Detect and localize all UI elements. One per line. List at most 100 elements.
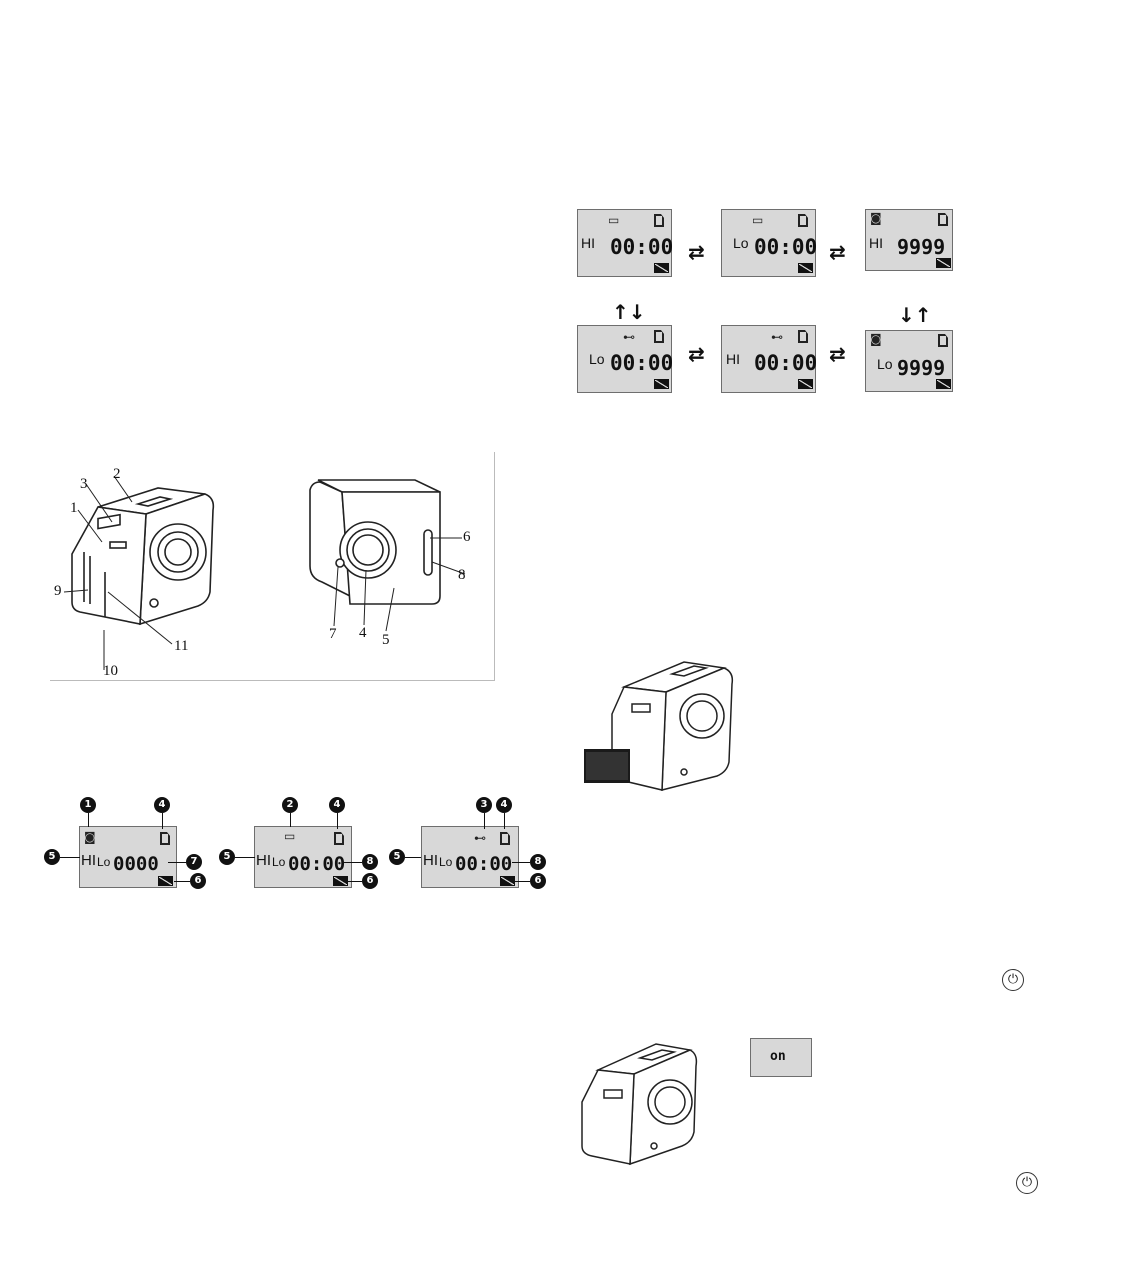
- callout-line: [504, 813, 505, 829]
- lcd-panel: ◙ Lo 9999: [865, 330, 953, 392]
- camera-icon: ◙: [870, 333, 882, 345]
- part-label: 3: [80, 477, 88, 492]
- lo-label: Lo: [97, 856, 110, 868]
- battery-icon: [500, 876, 515, 886]
- sd-card-icon: [654, 214, 664, 227]
- sd-card-icon: [160, 832, 170, 845]
- car-icon: ⊷: [771, 331, 783, 343]
- callout-marker: 8: [362, 854, 378, 870]
- battery-icon: [333, 876, 348, 886]
- callout-line: [514, 881, 530, 882]
- count-readout: 0000: [113, 855, 159, 874]
- quality-level: HI: [726, 352, 740, 366]
- time-readout: 00:00: [754, 353, 817, 374]
- callout-marker: 3: [476, 797, 492, 813]
- sd-card-icon: [334, 832, 344, 845]
- callout-line: [60, 857, 80, 858]
- sd-card-insert-illustration: [584, 652, 744, 792]
- hi-label: HI: [81, 853, 96, 868]
- callout-line: [512, 862, 530, 863]
- part-label: 1: [70, 501, 78, 516]
- hi-label: HI: [256, 853, 271, 868]
- time-readout: 00:00: [455, 855, 512, 874]
- sd-card-icon: [938, 213, 948, 226]
- video-icon: ▭: [284, 830, 295, 842]
- lo-label: Lo: [272, 856, 285, 868]
- switch-arrow-vertical: ↑↓: [612, 302, 646, 322]
- sd-card-icon: [798, 214, 808, 227]
- part-label: 7: [329, 627, 337, 642]
- part-label: 11: [174, 639, 188, 654]
- callout-line: [235, 857, 255, 858]
- battery-icon: [936, 379, 951, 389]
- callout-marker: 5: [44, 849, 60, 865]
- battery-icon: [654, 263, 669, 273]
- camera-icon: ◙: [870, 212, 882, 224]
- lcd-panel: ▭ HI 00:00: [577, 209, 672, 277]
- count-readout: 9999: [897, 237, 945, 257]
- time-readout: 00:00: [610, 237, 673, 258]
- time-readout: 00:00: [288, 855, 345, 874]
- callout-line: [348, 881, 362, 882]
- quality-level: HI: [869, 236, 883, 250]
- switch-arrow: ⇄: [829, 344, 846, 364]
- callout-line: [484, 813, 485, 829]
- part-label: 6: [463, 530, 471, 545]
- callout-line: [405, 857, 421, 858]
- battery-icon: [654, 379, 669, 389]
- part-label: 5: [382, 633, 390, 648]
- lcd-panel: ▭ Lo 00:00: [721, 209, 816, 277]
- battery-icon: [798, 379, 813, 389]
- time-readout: 00:00: [610, 353, 673, 374]
- lo-label: Lo: [439, 856, 452, 868]
- callout-marker: 4: [496, 797, 512, 813]
- battery-icon: [158, 876, 173, 886]
- callout-marker: 6: [362, 873, 378, 889]
- power-on-text: on: [770, 1050, 786, 1063]
- part-label: 10: [103, 664, 118, 679]
- callout-marker: 1: [80, 797, 96, 813]
- hi-label: HI: [423, 853, 438, 868]
- quality-level: HI: [581, 236, 595, 250]
- quality-level: Lo: [877, 357, 893, 371]
- switch-arrow: ⇄: [688, 242, 705, 262]
- callout-line: [344, 862, 362, 863]
- camera-icon: ◙: [84, 831, 96, 843]
- count-readout: 9999: [897, 358, 945, 378]
- callout-marker: 2: [282, 797, 298, 813]
- switch-arrow-vertical: ↓↑: [898, 305, 932, 325]
- time-readout: 00:00: [754, 237, 817, 258]
- switch-arrow: ⇄: [829, 242, 846, 262]
- switch-arrow: ⇄: [688, 344, 705, 364]
- callout-line: [162, 813, 163, 829]
- car-icon: ⊷: [474, 832, 486, 844]
- battery-icon: [798, 263, 813, 273]
- callout-line: [290, 813, 291, 827]
- callout-marker: 5: [389, 849, 405, 865]
- lcd-panel: ⊷ Lo 00:00: [577, 325, 672, 393]
- power-on-camera-illustration: [578, 1022, 708, 1167]
- part-label: 8: [458, 568, 466, 583]
- car-icon: ⊷: [623, 331, 635, 343]
- callout-marker: 7: [186, 854, 202, 870]
- callout-marker: 6: [530, 873, 546, 889]
- lcd-panel: ⊷ HI 00:00: [721, 325, 816, 393]
- callout-marker: 8: [530, 854, 546, 870]
- lcd-panel: ◙ HI 9999: [865, 209, 953, 271]
- callout-marker: 5: [219, 849, 235, 865]
- quality-level: Lo: [733, 236, 749, 250]
- sd-card-icon: [798, 330, 808, 343]
- part-label: 4: [359, 626, 367, 641]
- callout-marker: 4: [329, 797, 345, 813]
- callout-marker: 4: [154, 797, 170, 813]
- sd-card-icon: [654, 330, 664, 343]
- sd-card-icon: [500, 832, 510, 845]
- callout-marker: 6: [190, 873, 206, 889]
- power-icon: ⏻: [1002, 969, 1024, 991]
- quality-level: Lo: [589, 352, 605, 366]
- callout-line: [88, 813, 89, 827]
- video-icon: ▭: [608, 214, 619, 226]
- battery-icon: [936, 258, 951, 268]
- part-label: 9: [54, 584, 62, 599]
- callout-line: [168, 862, 186, 863]
